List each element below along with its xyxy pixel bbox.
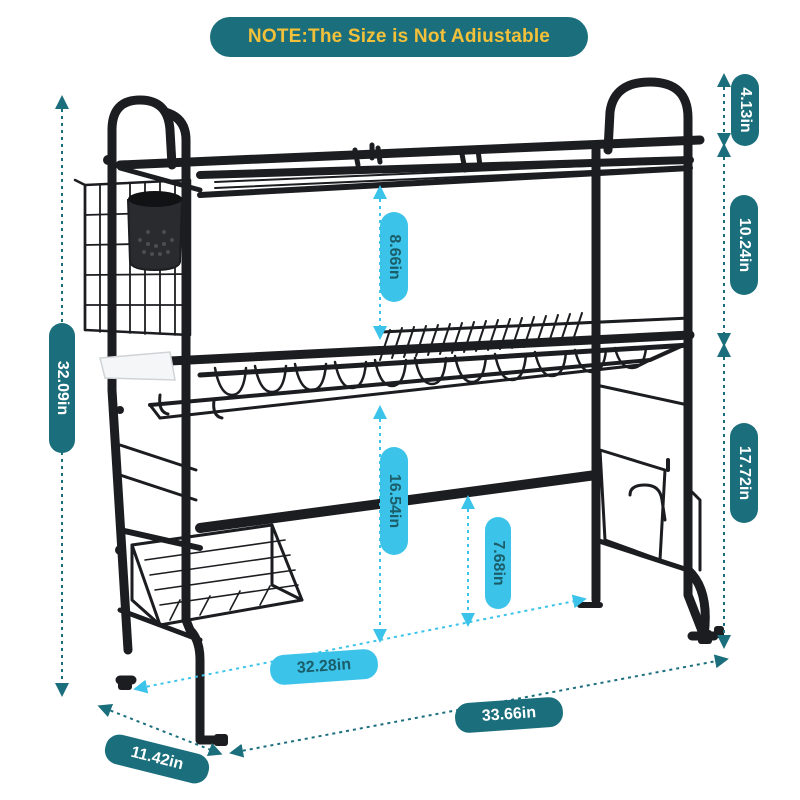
label-middle-clearance: 16.54in [380, 447, 408, 555]
label-total-height: 32.09in [49, 323, 75, 453]
label-lower-gap: 17.72in [730, 423, 758, 523]
label-upper-tier-gap: 10.24in [730, 195, 758, 295]
utensil-holder-image [126, 191, 184, 272]
label-top-gap: 4.13in [731, 74, 759, 146]
label-bar-clearance: 7.68in [485, 517, 511, 609]
notice-banner: NOTE:The Size is Not Adiustable [210, 17, 588, 57]
label-shelf-spacing: 8.66in [380, 212, 408, 302]
